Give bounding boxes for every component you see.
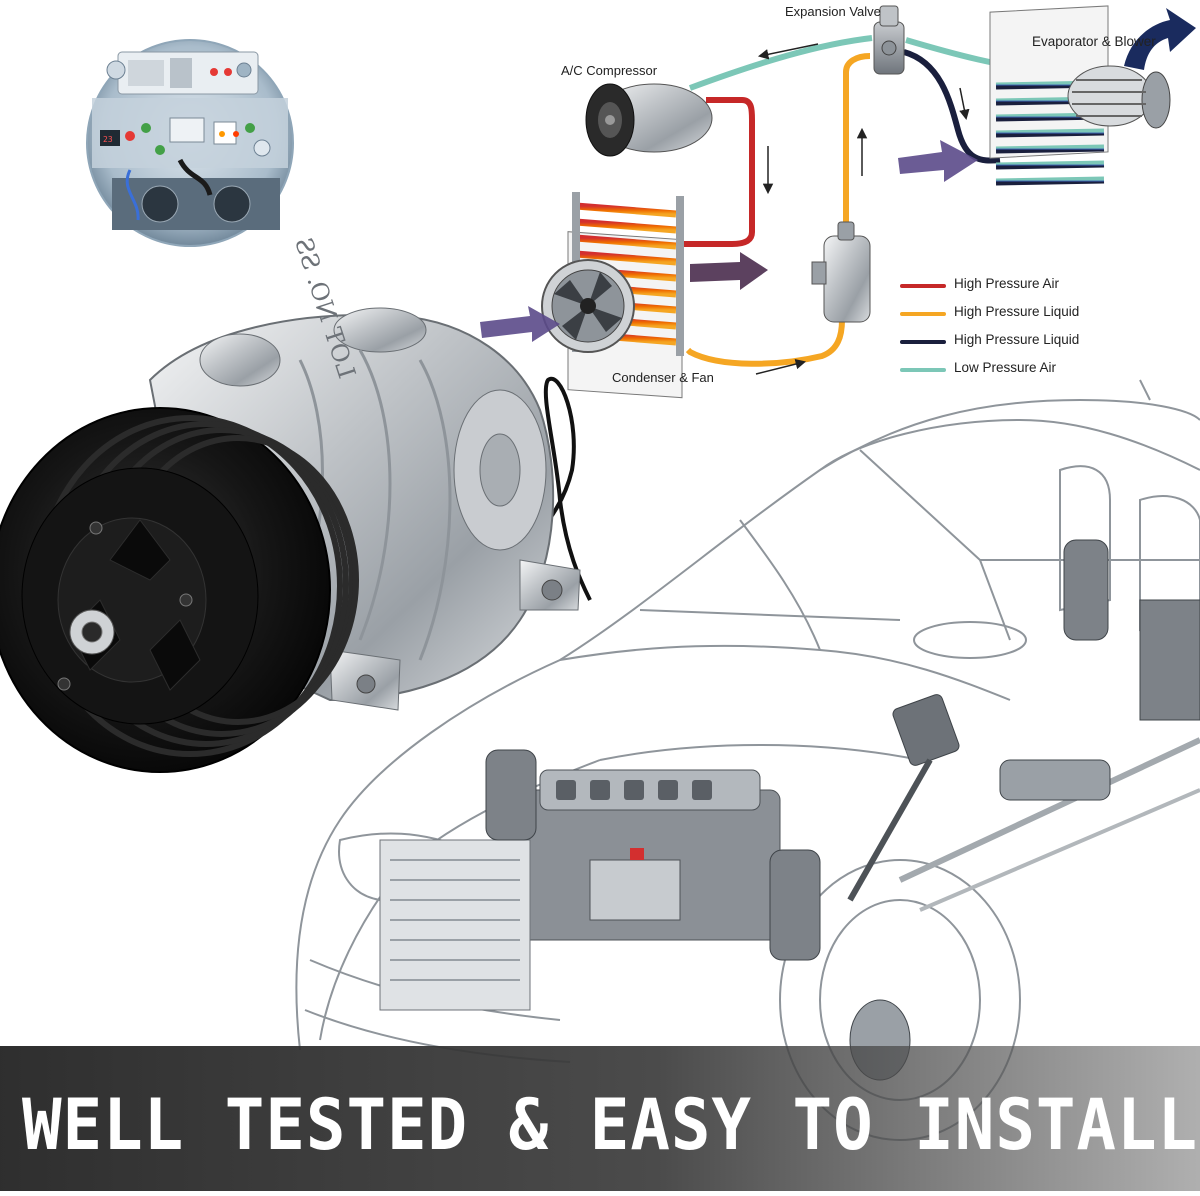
legend-swatch: [900, 340, 946, 344]
label-evaporator-blower: Evaporator & Blower: [1032, 34, 1156, 49]
mini-compressor: [585, 83, 713, 157]
label-ac-compressor: A/C Compressor: [561, 63, 658, 78]
airflow-arrow-icon: [898, 140, 978, 182]
legend-swatch: [900, 312, 946, 316]
condenser-fan: [541, 259, 635, 353]
tagline-text: WELL TESTED & EASY TO INSTALL: [22, 1084, 1199, 1166]
legend-item: High Pressure Liquid: [900, 304, 1100, 332]
airflow-arrow-icon: [480, 306, 560, 342]
svg-text:23: 23: [103, 135, 113, 144]
diagram-legend: High Pressure Air High Pressure Liquid H…: [900, 276, 1100, 388]
ac-compressor-product: LOT NO. SS: [0, 234, 592, 773]
legend-item: High Pressure Liquid: [900, 332, 1100, 360]
legend-item: Low Pressure Air: [900, 360, 1100, 388]
legend-label: High Pressure Liquid: [954, 304, 1080, 319]
label-expansion-valve: Expansion Valve: [785, 4, 881, 19]
evaporator: [989, 5, 1109, 186]
engine-block: [379, 539, 1200, 1081]
receiver-drier: [811, 221, 871, 323]
legend-label: Low Pressure Air: [954, 360, 1057, 375]
expansion-valve: [873, 5, 905, 75]
legend-swatch: [900, 284, 946, 288]
legend-item: High Pressure Air: [900, 276, 1100, 304]
legend-swatch: [900, 368, 946, 372]
blower: [1067, 65, 1171, 129]
airflow-arrow-icon: [690, 252, 768, 290]
legend-label: High Pressure Liquid: [954, 332, 1080, 347]
legend-label: High Pressure Air: [954, 276, 1060, 291]
label-condenser-fan: Condenser & Fan: [612, 370, 714, 385]
airflow-arrow-icon: [1124, 8, 1196, 70]
test-bench-photo: 23: [86, 39, 294, 247]
tagline-banner: WELL TESTED & EASY TO INSTALL: [0, 1046, 1200, 1191]
ac-system-diagram: [480, 5, 1196, 399]
